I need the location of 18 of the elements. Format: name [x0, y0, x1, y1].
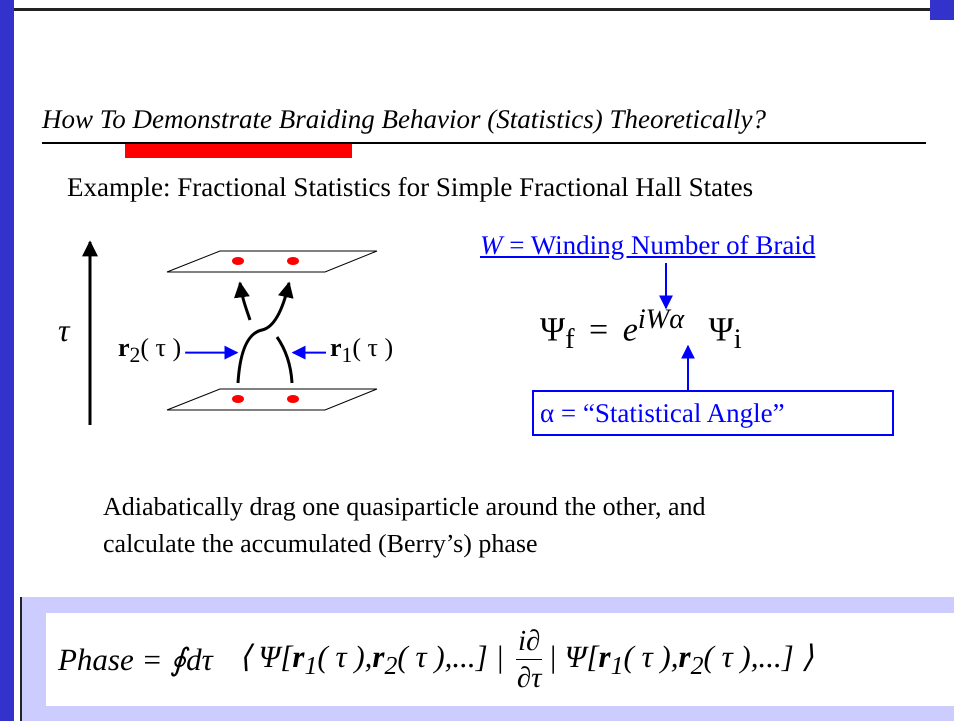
formula-text: Phase = ∮dτ [58, 641, 213, 678]
definition-box: α = “Statistical Angle” [532, 390, 894, 436]
leader-arrow [681, 344, 695, 390]
winding-number-note: W = Winding Number of Braid [480, 230, 816, 261]
formula-text: | Ψ[r$_{1}$( τ ),r$_{2}$( τ ),...] ⟩ [548, 638, 814, 682]
leader-arrow [185, 346, 238, 360]
strand-label: r$_{1}$( τ ) [330, 333, 394, 368]
fraction-numerator: i∂ [516, 623, 542, 660]
slide-title: How To Demonstrate Braiding Behavior (Statistics) Theoretically? [42, 104, 766, 135]
axis-label: τ [58, 312, 70, 349]
fraction-denominator: ∂τ [516, 661, 542, 696]
equation: Ψ$_{f}$ = e$^{iWα}$ Ψ$_{i}$ [540, 304, 742, 356]
leader-arrow [292, 346, 326, 360]
subtitle: Example: Fractional Statistics for Simple Fractional Hall States [67, 172, 754, 203]
formula-text: ⟨ Ψ[r$_{1}$( τ ),r$_{2}$( τ ),...] | [238, 638, 504, 682]
strand-label: r$_{2}$( τ ) [118, 333, 182, 368]
leader-arrow [659, 263, 673, 310]
description-text: Adiabatically drag one quasiparticle around the other, and calculate the accumulated (Berry’s) phase [103, 491, 707, 560]
